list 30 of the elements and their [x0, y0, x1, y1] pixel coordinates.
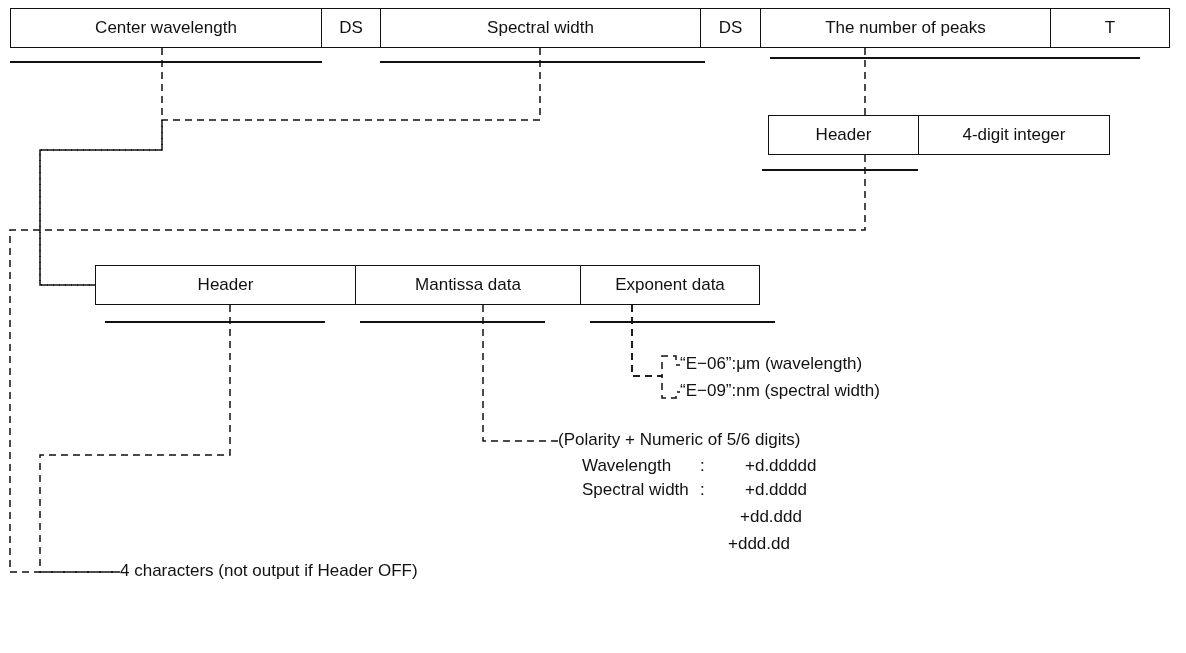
- format-text: :: [700, 456, 705, 476]
- note-text: (Polarity + Numeric of 5/6 digits): [558, 430, 801, 450]
- field-cell: DS: [700, 8, 761, 48]
- note-text: “E−09”:nm (spectral width): [680, 381, 880, 401]
- field-cell: DS: [321, 8, 381, 48]
- format-text: +d.ddddd: [745, 456, 817, 476]
- field-cell: Header: [768, 115, 919, 155]
- field-cell: Exponent data: [580, 265, 760, 305]
- format-text: +d.dddd: [745, 480, 807, 500]
- field-cell: T: [1050, 8, 1170, 48]
- leader-line: [631, 304, 681, 399]
- field-cell: Mantissa data: [355, 265, 581, 305]
- field-cell: Spectral width: [380, 8, 701, 48]
- leader-line: [39, 304, 231, 573]
- leader-line: [39, 47, 163, 286]
- field-cell: Center wavelength: [10, 8, 322, 48]
- leader-line: [482, 304, 559, 442]
- field-cell: 4-digit integer: [918, 115, 1110, 155]
- leader-line: [9, 154, 866, 573]
- field-cell: The number of peaks: [760, 8, 1051, 48]
- leader-line: [864, 47, 866, 116]
- format-text: +ddd.dd: [728, 534, 790, 554]
- note-text: 4 characters (not output if Header OFF): [120, 561, 418, 581]
- note-text: “E−06”:μm (wavelength): [680, 354, 863, 374]
- format-text: +dd.ddd: [740, 507, 802, 527]
- format-text: Spectral width: [582, 480, 689, 500]
- format-text: :: [700, 480, 705, 500]
- leader-line: [39, 47, 541, 286]
- format-text: Wavelength: [582, 456, 672, 476]
- field-cell: Header: [95, 265, 356, 305]
